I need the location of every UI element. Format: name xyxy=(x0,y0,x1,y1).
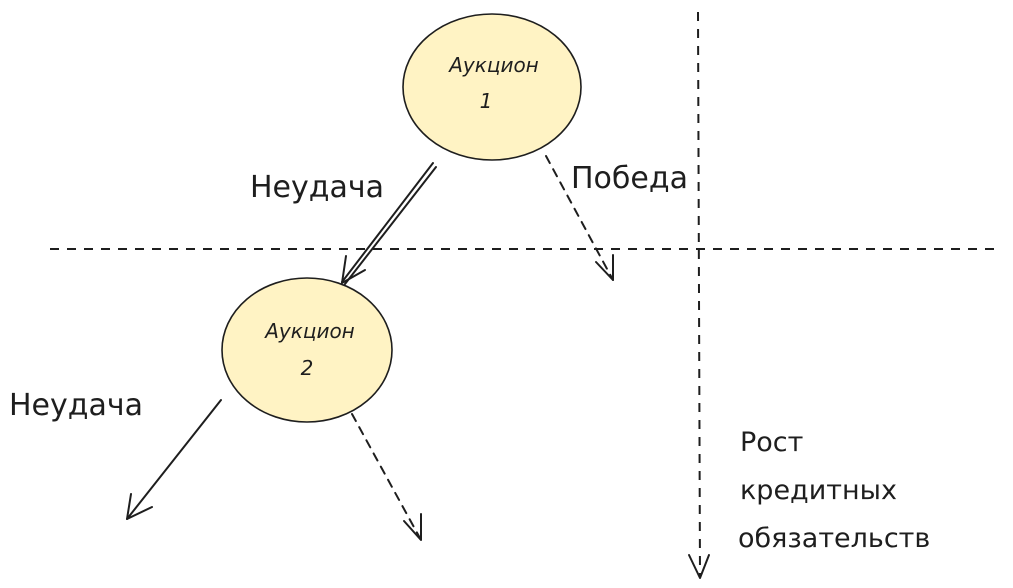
win-arrow-1 xyxy=(545,155,614,281)
credit-growth-label-line3: обязательств xyxy=(738,523,930,554)
auction-node-2: Аукцион 2 xyxy=(221,277,393,423)
win-label-1: Победа xyxy=(571,161,688,196)
win-arrow-2 xyxy=(351,413,422,541)
auction-node-1-title: Аукцион xyxy=(447,53,539,77)
fail-arrow-1-shaft xyxy=(341,162,437,285)
auction-node-2-number: 2 xyxy=(301,356,314,380)
win-arrow-1-arrowhead xyxy=(595,254,614,281)
fail-arrow-1-arrowhead xyxy=(341,255,366,284)
auction-node-1: Аукцион 1 xyxy=(402,13,582,161)
fail-arrow-2-arrowhead xyxy=(126,493,153,520)
win-arrow-2-arrowhead xyxy=(403,513,422,541)
vertical-axis-arrowhead xyxy=(688,554,710,579)
auction-node-1-circle xyxy=(402,13,582,161)
win-arrow-2-shaft xyxy=(351,413,422,541)
vertical-divider xyxy=(697,11,701,579)
credit-growth-label-line2: кредитных xyxy=(740,475,897,506)
auction-node-2-title: Аукцион xyxy=(263,319,355,343)
credit-growth-label: Рост кредитных обязательств xyxy=(738,427,930,554)
fail-arrow-2 xyxy=(126,399,222,520)
auction-node-2-circle xyxy=(221,277,393,423)
fail-label-1: Неудача xyxy=(250,170,384,205)
auction-node-1-number: 1 xyxy=(480,89,493,113)
vertical-axis-arrow xyxy=(688,11,710,579)
credit-growth-label-line1: Рост xyxy=(740,427,803,458)
win-arrow-1-shaft xyxy=(545,155,614,281)
fail-arrow-2-shaft xyxy=(126,399,222,520)
fail-arrow-1 xyxy=(341,162,437,285)
fail-label-2: Неудача xyxy=(9,388,143,423)
